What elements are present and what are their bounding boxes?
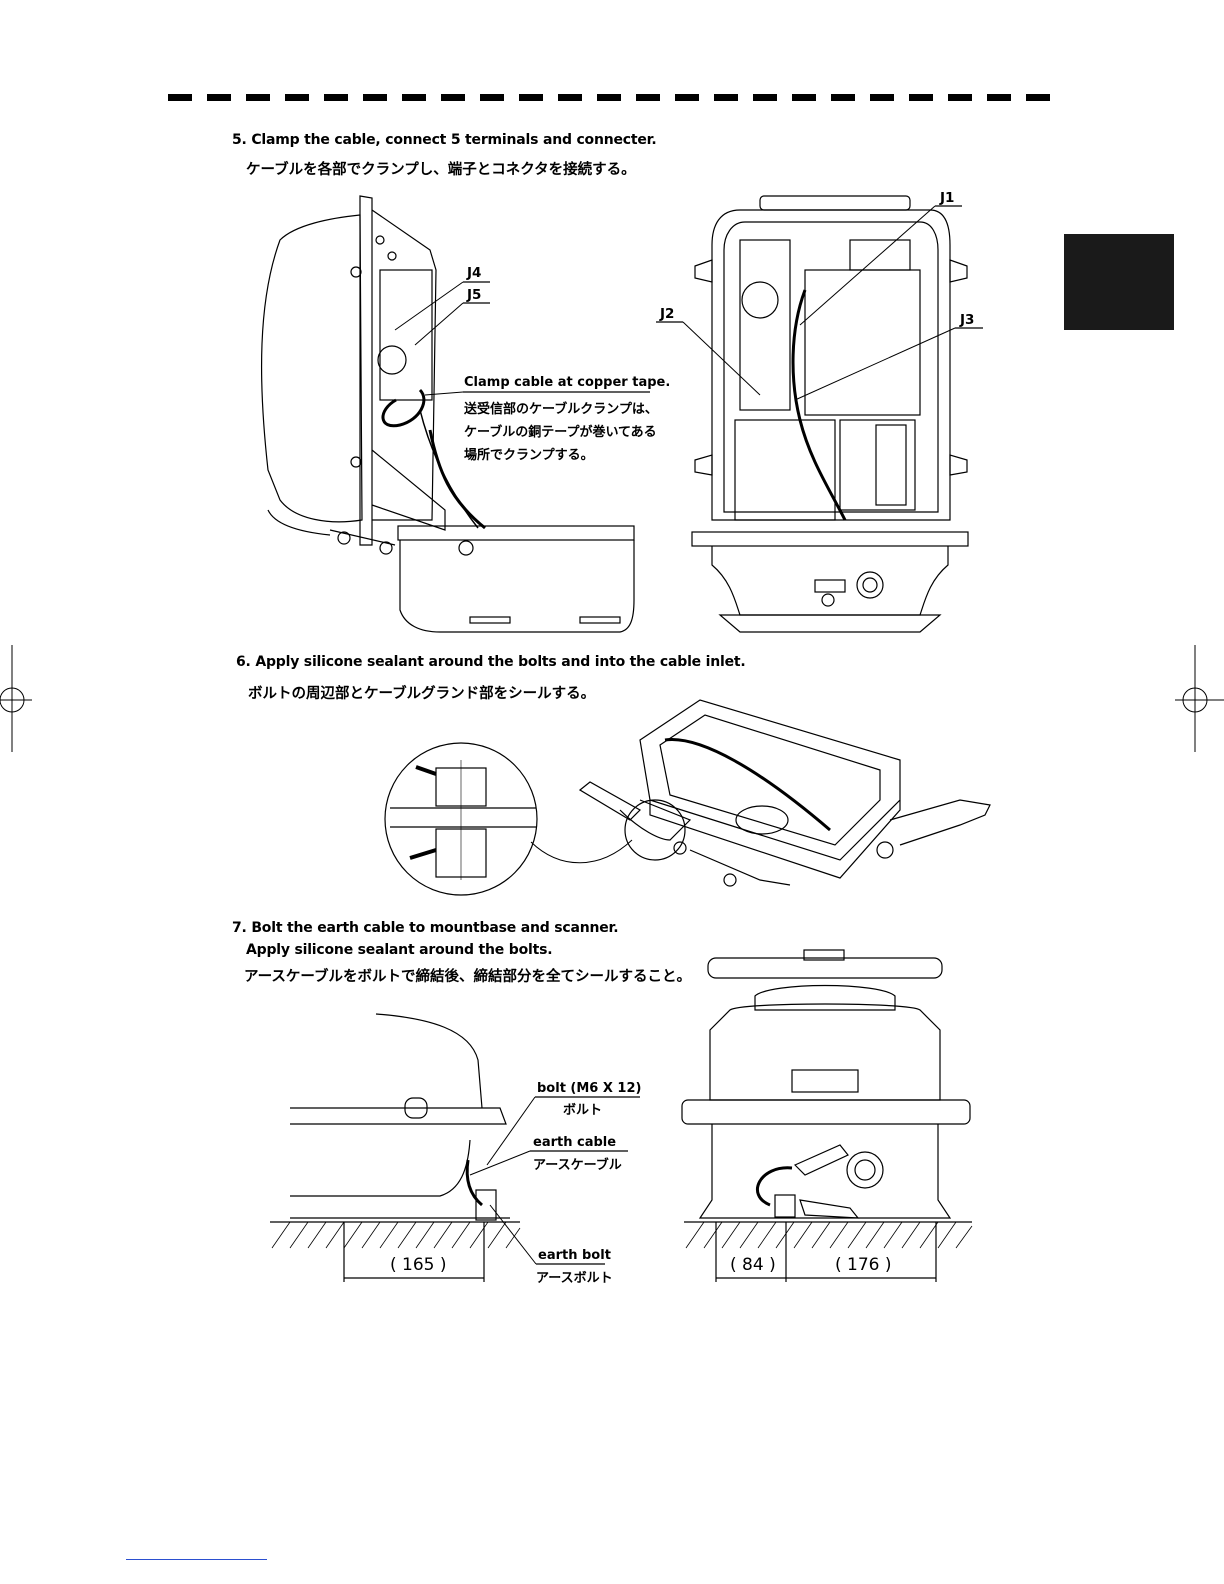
- scanner-side-view: [261, 195, 635, 633]
- step5-title: 5. Clamp the cable, connect 5 terminals …: [232, 132, 657, 148]
- step5-title-jp: ケーブルを各部でクランプし、端子とコネクタを接続する。: [246, 162, 636, 178]
- label-j3: J3: [960, 312, 975, 328]
- earth-cable-label: earth cable: [533, 1135, 617, 1150]
- label-j4: J4: [467, 265, 482, 281]
- bolt-label: bolt (M6 X 12): [537, 1081, 642, 1096]
- chapter-tab: [1064, 234, 1174, 330]
- clamp-note: Clamp cable at copper tape.: [464, 375, 671, 390]
- step6-title-jp: ボルトの周辺部とケーブルグランド部をシールする。: [248, 686, 596, 702]
- ground-hatch-left: [271, 1221, 521, 1249]
- clamp-note-jp-1: 送受信部のケーブルクランプは、: [464, 402, 658, 417]
- dimension-84: ( 84 ): [730, 1255, 776, 1275]
- label-j2: J2: [660, 306, 675, 322]
- earth-bolt-label-jp: アースボルト: [536, 1271, 613, 1286]
- label-j5: J5: [467, 287, 482, 303]
- dimension-165: ( 165 ): [390, 1255, 447, 1275]
- scanner-front-open-view: [691, 195, 969, 633]
- ground-hatch-right: [685, 1221, 973, 1249]
- clamp-note-jp-3: 場所でクランプする。: [464, 448, 594, 463]
- label-j1: J1: [940, 190, 955, 206]
- step7-title-jp: アースケーブルをボルトで締結後、締結部分を全てシールすること。: [244, 969, 692, 985]
- sealant-detail-circle: [384, 742, 633, 896]
- bolt-label-jp: ボルト: [563, 1103, 603, 1118]
- base-perspective-view: [578, 699, 991, 887]
- step7-title: 7. Bolt the earth cable to mountbase and…: [232, 920, 619, 936]
- footer-rule: [126, 1559, 267, 1560]
- dimension-176: ( 176 ): [835, 1255, 892, 1275]
- registration-mark-left: [0, 645, 32, 752]
- earth-bolt-label: earth bolt: [538, 1248, 611, 1263]
- earth-side-view: [270, 1013, 520, 1223]
- earth-front-view: [681, 949, 972, 1223]
- step7-subtitle: Apply silicone sealant around the bolts.: [246, 942, 553, 958]
- earth-cable-label-jp: アースケーブル: [533, 1158, 622, 1173]
- registration-mark-right: [1175, 645, 1224, 752]
- step6-title: 6. Apply silicone sealant around the bol…: [236, 654, 746, 670]
- clamp-note-jp-2: ケーブルの銅テープが巻いてある: [464, 425, 657, 440]
